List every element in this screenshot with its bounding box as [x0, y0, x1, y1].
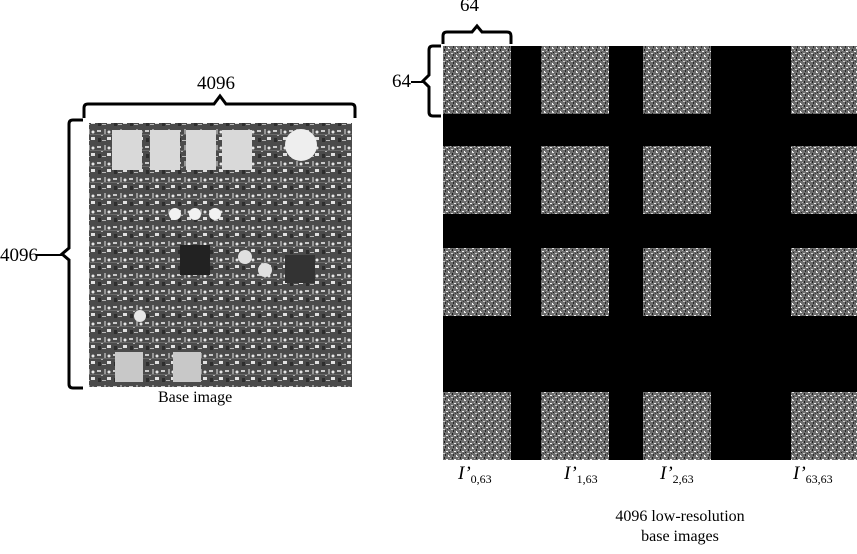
base-height-label: 4096 — [0, 246, 38, 265]
grid-caption-line1: 4096 low-resolution — [570, 508, 790, 526]
tile — [791, 392, 857, 460]
tile-label-63: I’63,63 — [793, 463, 833, 487]
tile — [791, 248, 857, 316]
tile — [541, 392, 609, 460]
tile — [443, 146, 511, 214]
tile-label-1: I’1,63 — [564, 463, 598, 487]
base-image-caption: Base image — [158, 389, 232, 407]
tile — [541, 248, 609, 316]
tile-row-1 — [443, 46, 857, 114]
tile-label-0: I’0,63 — [458, 463, 492, 487]
tile — [643, 146, 711, 214]
tile — [541, 46, 609, 114]
tile-height-label: 64 — [392, 72, 411, 91]
tile-label-2: I’2,63 — [660, 463, 694, 487]
tile — [643, 248, 711, 316]
height-bracket — [62, 120, 83, 388]
tile — [791, 146, 857, 214]
tile-row-3 — [443, 248, 857, 316]
tile — [643, 46, 711, 114]
low-res-grid — [443, 46, 857, 460]
tile — [443, 392, 511, 460]
tile-height-bracket — [423, 46, 441, 116]
tile — [443, 46, 511, 114]
width-bracket — [84, 96, 355, 118]
tile-row-4 — [443, 392, 857, 460]
tile-width-bracket — [443, 26, 511, 44]
tile — [541, 146, 609, 214]
grid-caption-line2: base images — [570, 528, 790, 546]
tile-row-2 — [443, 146, 857, 214]
tile — [443, 248, 511, 316]
base-width-label: 4096 — [197, 74, 235, 93]
tile-width-label: 64 — [460, 0, 479, 15]
base-image — [89, 123, 352, 387]
tile — [643, 392, 711, 460]
tile — [791, 46, 857, 114]
